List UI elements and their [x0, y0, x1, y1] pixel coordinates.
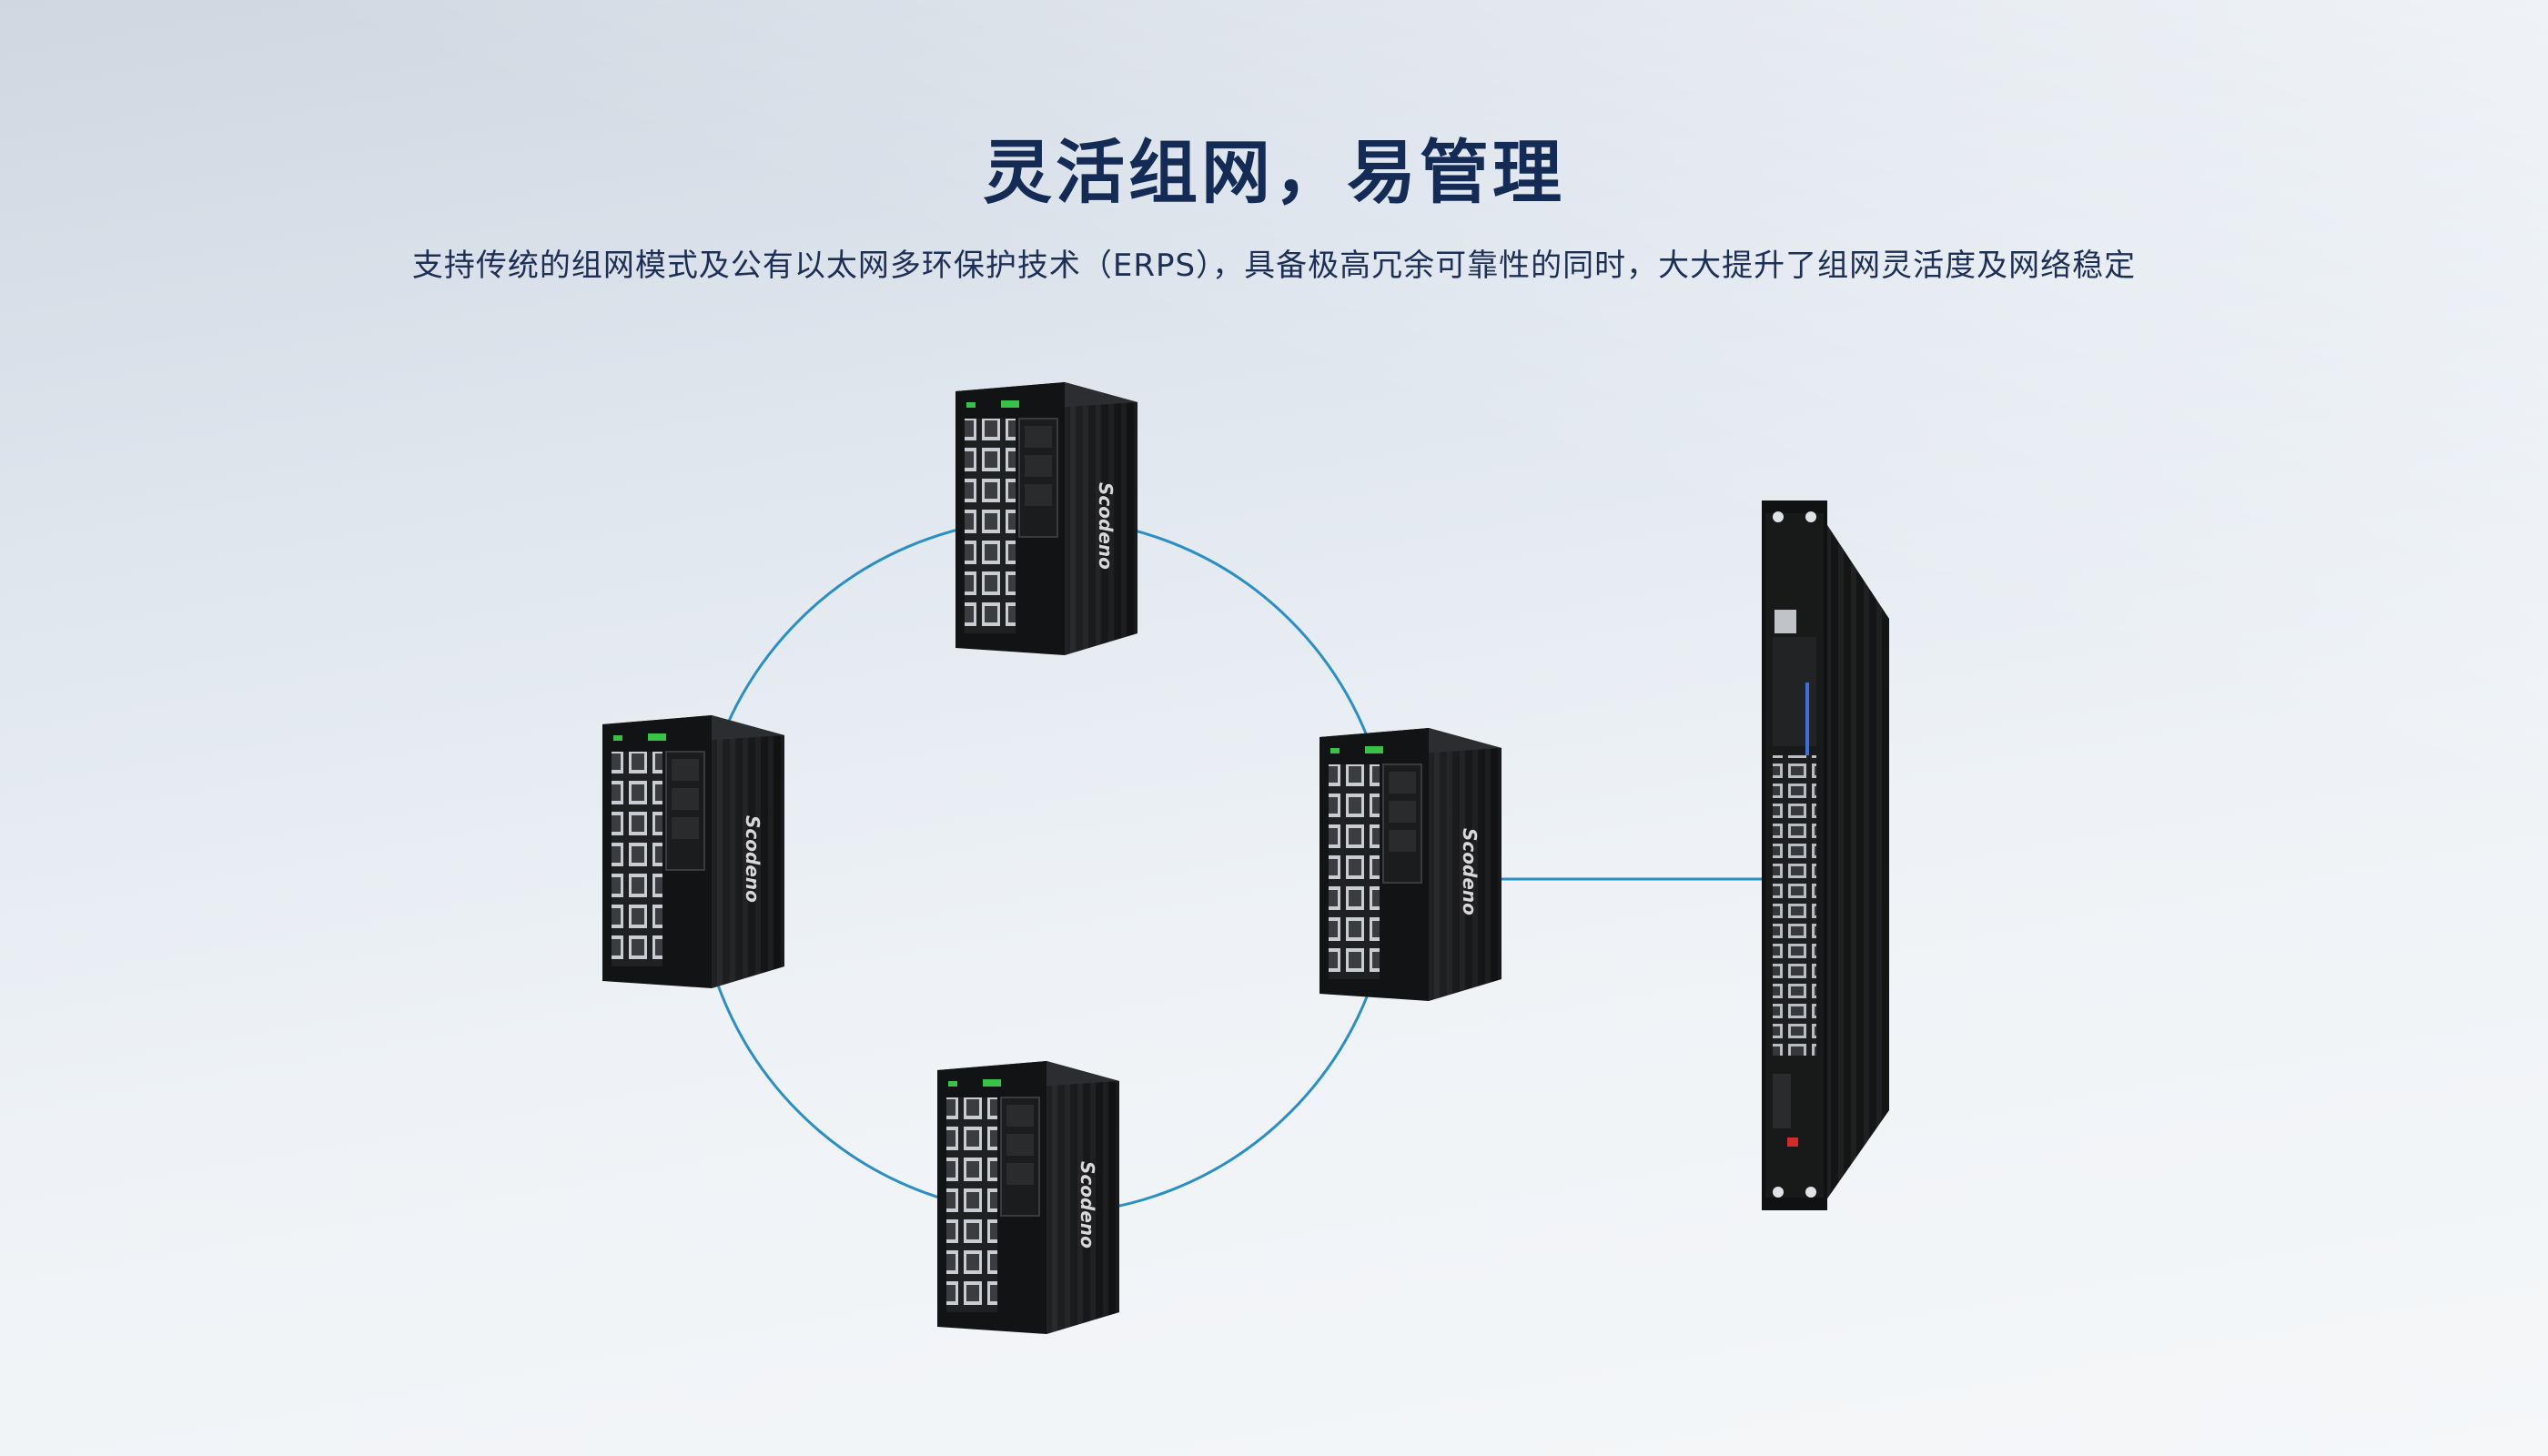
ring-switch-left [602, 714, 785, 989]
ring-switch-right [1319, 727, 1502, 1002]
page-subtitle: 支持传统的组网模式及公有以太网多环保护技术（ERPS），具备极高冗余可靠性的同时… [411, 248, 2137, 284]
ring-switch-top [955, 381, 1138, 656]
ring-switch-bottom [936, 1060, 1120, 1335]
page-title: 灵活组网，易管理 [983, 132, 1565, 213]
rack-switch [1762, 500, 1889, 1210]
